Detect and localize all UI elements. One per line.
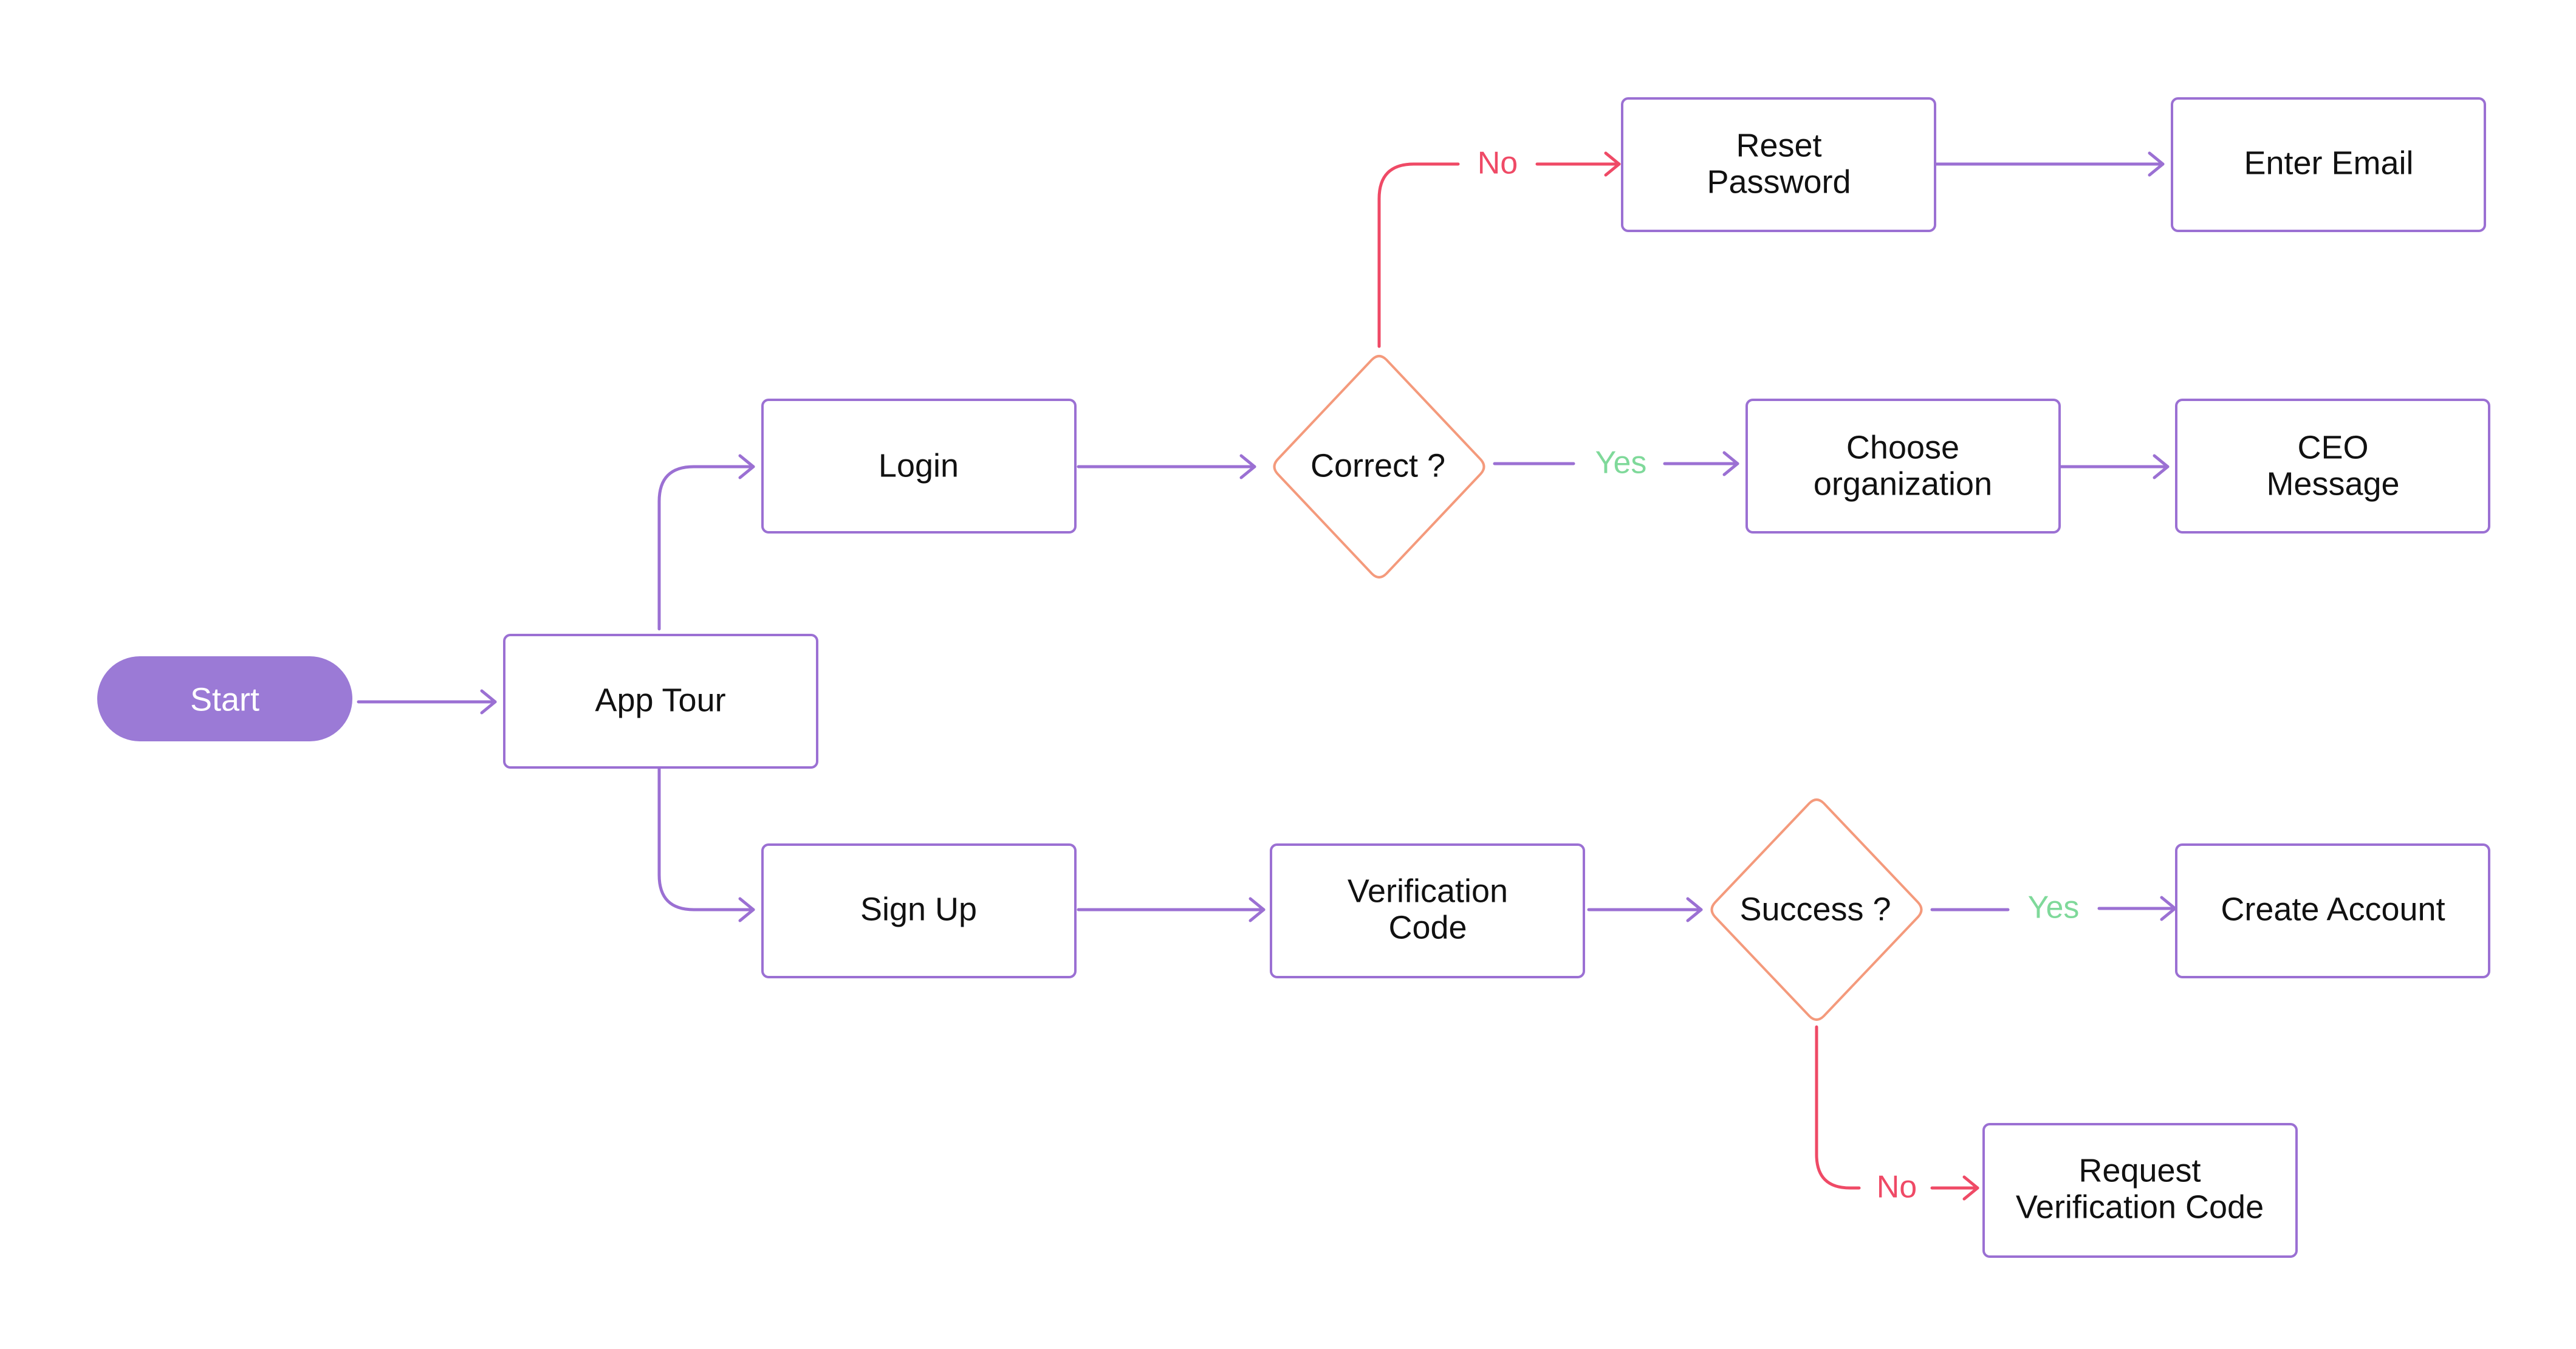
start-node: Start bbox=[97, 656, 352, 741]
no-connectors bbox=[1377, 151, 1979, 1201]
reset-password-line-2: Password bbox=[1707, 163, 1851, 200]
success-no-label: No bbox=[1877, 1170, 1917, 1205]
create-account-label: Create Account bbox=[2221, 891, 2445, 927]
arrowhead bbox=[738, 897, 755, 922]
correct-label: Correct ? bbox=[1310, 447, 1445, 484]
verification-code-line-2: Code bbox=[1388, 909, 1467, 946]
arrowhead bbox=[1604, 151, 1621, 177]
choose-org-line-2: organization bbox=[1814, 465, 1992, 502]
start-label: Start bbox=[190, 681, 259, 718]
sign-up-node: Sign Up bbox=[761, 843, 1077, 978]
reset-password-line-1: Reset bbox=[1736, 127, 1821, 163]
arrowhead bbox=[1249, 897, 1266, 922]
arrowhead bbox=[2153, 454, 2170, 479]
enter-email-node: Enter Email bbox=[2171, 97, 2486, 232]
request-code-line-2: Verification Code bbox=[2016, 1189, 2264, 1225]
verification-code-line-1: Verification bbox=[1348, 873, 1508, 909]
arrowhead bbox=[1722, 451, 1739, 476]
login-label: Login bbox=[879, 447, 959, 484]
ceo-message-line-2: Message bbox=[2266, 465, 2399, 502]
choose-org-line-1: Choose bbox=[1846, 429, 1959, 465]
arrowhead bbox=[480, 689, 497, 715]
edge-success-to-no-label bbox=[1815, 1025, 1861, 1190]
request-verification-code-node: Request Verification Code bbox=[1982, 1123, 2298, 1258]
connectors bbox=[357, 151, 2177, 922]
sign-up-label: Sign Up bbox=[860, 891, 977, 927]
create-account-node: Create Account bbox=[2175, 843, 2490, 978]
arrowhead bbox=[1962, 1175, 1979, 1201]
success-label: Success ? bbox=[1739, 891, 1891, 927]
app-tour-node: App Tour bbox=[503, 634, 818, 769]
enter-email-label: Enter Email bbox=[2244, 145, 2413, 181]
correct-decision: Correct ? bbox=[1273, 355, 1485, 578]
ceo-message-line-1: CEO bbox=[2297, 429, 2368, 465]
reset-password-node: Reset Password bbox=[1621, 97, 1936, 232]
arrowhead bbox=[2148, 151, 2165, 177]
edge-app-tour-to-sign-up bbox=[657, 767, 755, 911]
arrowhead bbox=[738, 454, 755, 479]
success-yes-label: Yes bbox=[2028, 890, 2080, 925]
login-node: Login bbox=[761, 399, 1077, 534]
request-code-line-1: Request bbox=[2078, 1152, 2201, 1189]
arrowhead bbox=[1239, 454, 1256, 479]
edge-correct-to-no-label bbox=[1377, 162, 1460, 348]
choose-organization-node: Choose organization bbox=[1745, 399, 2061, 534]
verification-code-node: Verification Code bbox=[1270, 843, 1585, 978]
edge-app-tour-to-login bbox=[657, 465, 755, 631]
app-tour-label: App Tour bbox=[595, 682, 725, 718]
success-decision: Success ? bbox=[1710, 798, 1923, 1021]
ceo-message-node: CEO Message bbox=[2175, 399, 2490, 534]
arrowhead bbox=[1686, 897, 1703, 922]
correct-no-label: No bbox=[1478, 146, 1518, 181]
correct-yes-label: Yes bbox=[1595, 445, 1647, 481]
